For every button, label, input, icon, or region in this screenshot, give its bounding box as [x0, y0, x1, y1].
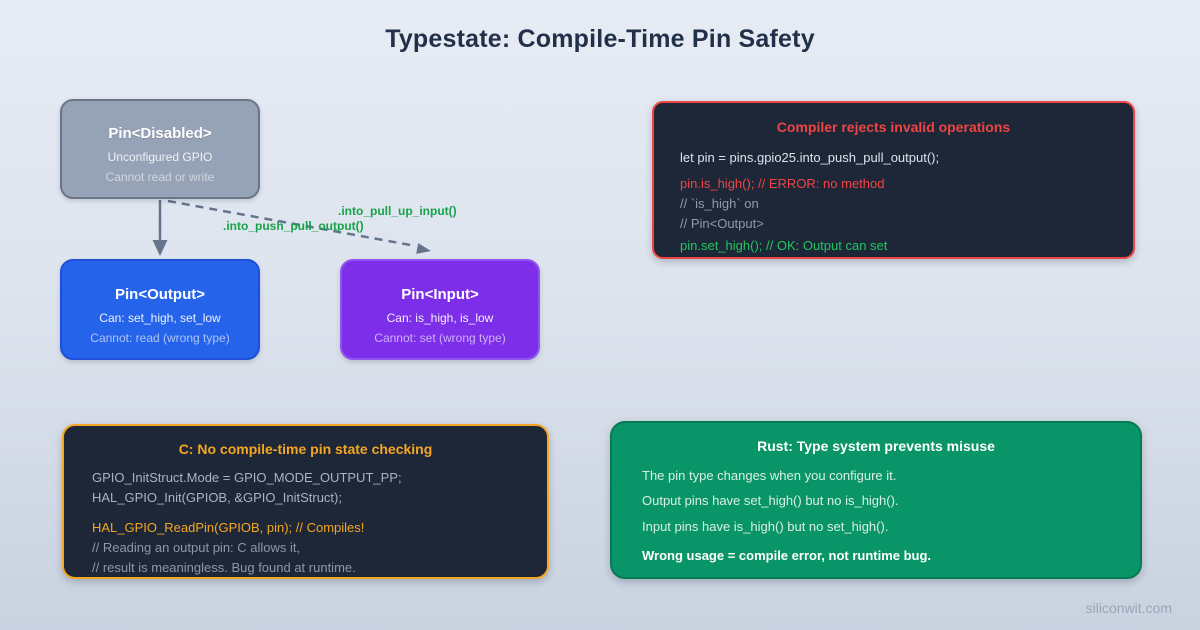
panel-title: Rust: Type system prevents misuse: [757, 438, 995, 454]
state-desc-line: Can: is_high, is_low: [386, 311, 494, 325]
code-line-comment: // Pin<Output>: [680, 216, 764, 231]
body-line: The pin type changes when you configure …: [642, 468, 897, 483]
state-box-pin-disabled: Pin<Disabled> Unconfigured GPIO Cannot r…: [60, 99, 260, 199]
code-line-ok: pin.set_high(); // OK: Output can set: [680, 238, 888, 253]
state-desc-line: Unconfigured GPIO: [107, 150, 213, 164]
panel-title: C: No compile-time pin state checking: [178, 441, 433, 457]
code-line: let pin = pins.gpio25.into_push_pull_out…: [680, 150, 940, 165]
state-desc-line: Cannot: read (wrong type): [90, 331, 230, 345]
code-line-warning: HAL_GPIO_ReadPin(GPIOB, pin); // Compile…: [92, 520, 365, 535]
arrow-disabled-to-output: [152, 200, 168, 256]
edge-label-into-pull-up-input: .into_pull_up_input(): [338, 204, 457, 218]
panel-rust-prevents-misuse: Rust: Type system prevents misuse The pi…: [610, 421, 1142, 579]
state-title-pin-input: Pin<Input>: [401, 286, 479, 303]
code-line-comment: // result is meaningless. Bug found at r…: [92, 560, 356, 575]
state-desc-line: Cannot: set (wrong type): [374, 331, 506, 345]
page-title: Typestate: Compile-Time Pin Safety: [385, 25, 815, 53]
edge-label-into-push-pull-output: .into_push_pull_output(): [223, 219, 364, 233]
code-line: HAL_GPIO_Init(GPIOB, &GPIO_InitStruct);: [92, 490, 342, 505]
body-line: Output pins have set_high() but no is_hi…: [642, 493, 899, 508]
state-desc-line: Can: set_high, set_low: [99, 311, 221, 325]
panel-title: Compiler rejects invalid operations: [776, 119, 1011, 135]
code-line-error: pin.is_high(); // ERROR: no method: [680, 176, 885, 191]
body-line-emphasis: Wrong usage = compile error, not runtime…: [642, 548, 932, 563]
state-box-pin-input: Pin<Input> Can: is_high, is_low Cannot: …: [340, 259, 540, 360]
code-line-comment: // `is_high` on: [680, 196, 759, 211]
state-title-pin-disabled: Pin<Disabled>: [108, 125, 212, 142]
body-line: Input pins have is_high() but no set_hig…: [642, 519, 889, 534]
code-line: GPIO_InitStruct.Mode = GPIO_MODE_OUTPUT_…: [92, 470, 402, 485]
state-title-pin-output: Pin<Output>: [115, 286, 205, 303]
watermark-siliconwit: siliconwit.com: [1085, 600, 1172, 616]
state-desc-line: Cannot read or write: [105, 170, 215, 184]
state-box-pin-output: Pin<Output> Can: set_high, set_low Canno…: [60, 259, 260, 360]
panel-compiler-rejects: Compiler rejects invalid operations let …: [652, 101, 1135, 259]
code-line-comment: // Reading an output pin: C allows it,: [92, 540, 301, 555]
panel-c-no-checking: C: No compile-time pin state checking GP…: [62, 424, 549, 579]
